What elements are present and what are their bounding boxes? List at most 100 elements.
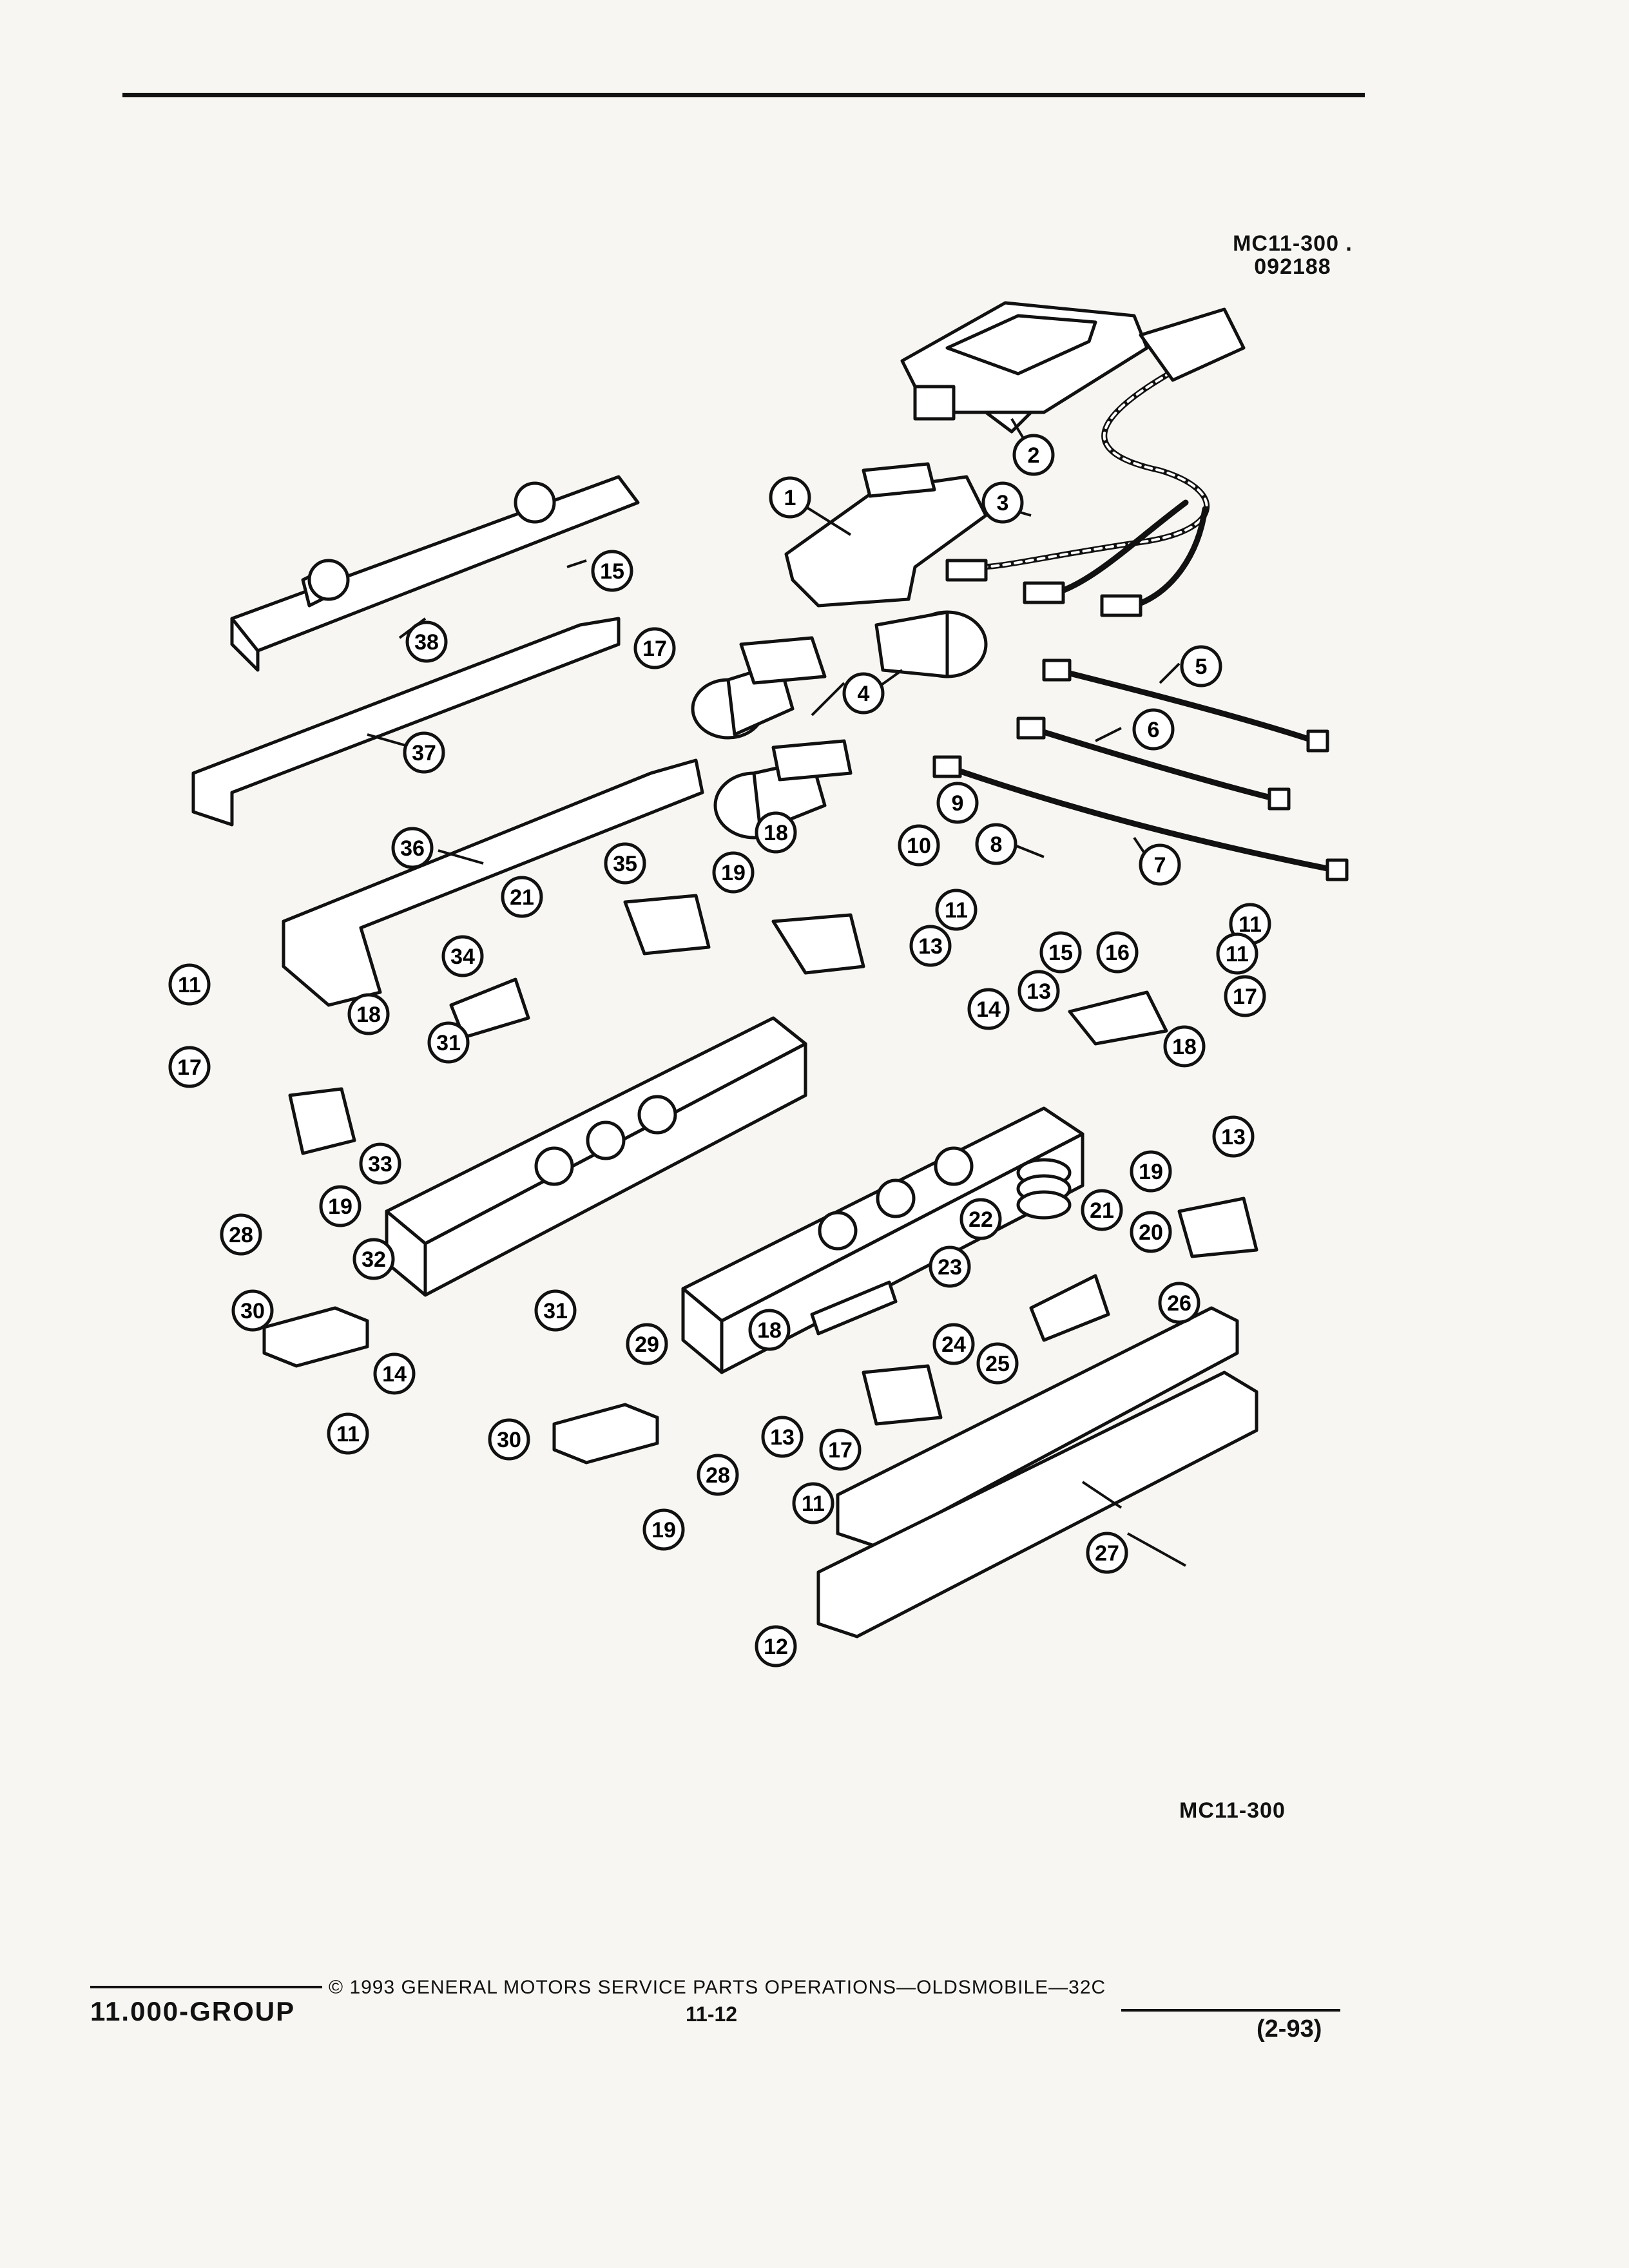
part-36-bracket [282,758,704,1007]
callout-circle [405,620,448,663]
callout-9: 9 [936,782,979,824]
callout-number: 36 [400,836,425,861]
callout-19: 19 [642,1508,685,1551]
callout-18: 18 [748,1309,791,1351]
callout-number: 27 [1095,1541,1119,1566]
callout-circle [1017,970,1060,1012]
callout-number: 6 [1148,718,1160,742]
callout-number: 2 [1028,443,1040,468]
callout-22: 22 [959,1198,1002,1240]
callout-circle [626,1323,668,1365]
callout-number: 11 [1226,942,1249,966]
callout-number: 22 [969,1207,993,1232]
callout-circle [534,1289,577,1332]
callout-number: 28 [229,1223,253,1247]
figure-code-date: 092188 [1254,255,1331,279]
callout-number: 12 [764,1635,788,1659]
callout-number: 19 [651,1518,676,1542]
callout-18: 18 [755,811,797,854]
callout-number: 11 [945,898,968,923]
callout-circle [769,476,811,519]
figure-code: MC11-300 . 092188 [1209,232,1376,278]
callout-circle [1132,708,1175,751]
callout-number: 17 [177,1055,202,1080]
callout-21: 21 [501,876,543,918]
part-4-motors [691,610,988,840]
callout-number: 28 [706,1463,730,1488]
callout-4: 4 [842,672,885,715]
callout-number: 11 [1239,912,1262,937]
figure-id: MC11-300 [1179,1798,1286,1823]
callout-circle [1158,1282,1200,1324]
callout-circle [642,1508,685,1551]
callout-circle [427,1021,470,1064]
callout-number: 14 [382,1362,407,1387]
callout-29: 29 [626,1323,668,1365]
callout-7: 7 [1139,843,1181,886]
callout-number: 9 [952,791,964,816]
callout-14: 14 [967,988,1010,1030]
callout-number: 38 [414,630,439,655]
callout-33: 33 [359,1142,401,1185]
callout-30: 30 [231,1289,274,1332]
callout-number: 31 [543,1299,568,1323]
callout-circle [1039,931,1082,974]
callout-24: 24 [932,1323,975,1365]
callout-23: 23 [929,1245,971,1288]
callout-17: 17 [168,1046,211,1088]
callout-19: 19 [319,1185,361,1227]
callout-number: 31 [436,1031,461,1055]
callout-27: 27 [1086,1532,1128,1574]
footer-page-number: 11-12 [686,2003,738,2026]
callout-number: 14 [976,997,1001,1022]
callout-11: 11 [792,1482,834,1524]
callout-circle [935,889,978,931]
callout-number: 13 [1027,979,1051,1004]
callout-17: 17 [1224,975,1266,1017]
callout-number: 1 [784,486,796,510]
callout-circle [755,811,797,854]
callout-number: 18 [764,821,788,845]
callout-36: 36 [391,827,434,869]
callout-circle [792,1482,834,1524]
callout-2: 2 [1012,434,1055,476]
callout-number: 30 [240,1299,265,1323]
callout-circle [697,1454,739,1496]
callout-3: 3 [981,481,1024,524]
callout-circle [403,731,445,774]
callout-31: 31 [427,1021,470,1064]
callout-circle [591,550,633,592]
callout-35: 35 [604,842,646,885]
callout-13: 13 [1212,1115,1255,1158]
callout-number: 7 [1154,853,1166,878]
callout-number: 21 [510,885,534,910]
part-gearboxes [288,894,1258,1426]
part-30-pads [262,1306,659,1465]
footer-rule-right [1121,2009,1340,2012]
callout-number: 4 [858,682,870,706]
callout-12: 12 [755,1625,797,1667]
callout-number: 23 [938,1255,962,1280]
callout-circle [842,672,885,715]
callout-circle [1096,931,1139,974]
part-32-left-track [385,1016,807,1297]
callout-circle [359,1142,401,1185]
callout-32: 32 [352,1238,395,1280]
callout-number: 33 [368,1152,392,1177]
callout-circle [1130,1211,1172,1253]
callout-circle [748,1309,791,1351]
figure-code-id: MC11-300 . [1233,231,1353,256]
callout-circle [898,824,940,867]
callout-6: 6 [1132,708,1175,751]
callout-circle [1139,843,1181,886]
callout-19: 19 [1130,1150,1172,1193]
callout-circle [1130,1150,1172,1193]
callout-10: 10 [898,824,940,867]
callout-14: 14 [373,1352,416,1395]
part-37-bracket [191,617,621,827]
callout-circle [488,1418,530,1461]
callout-circle [932,1323,975,1365]
callout-circle [712,851,755,894]
callout-16: 16 [1096,931,1139,974]
